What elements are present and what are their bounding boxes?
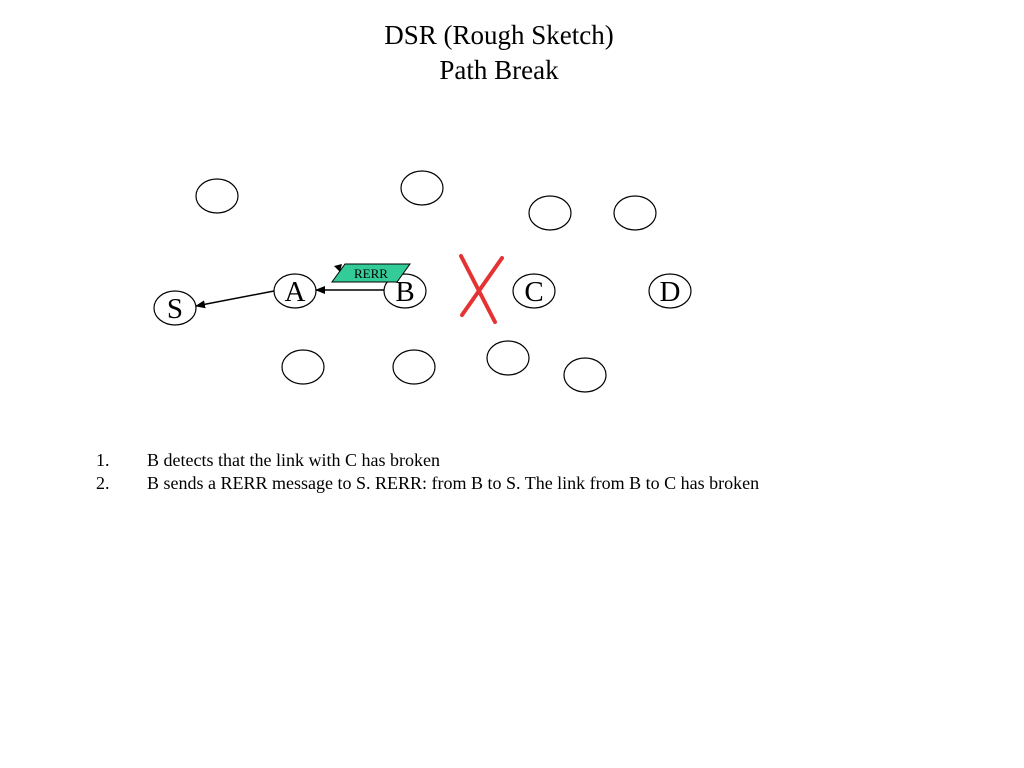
- node-b-label: B: [395, 276, 414, 308]
- step-text: B detects that the link with C has broke…: [147, 450, 440, 470]
- node-unlabeled: [528, 195, 572, 231]
- node-d-label: D: [660, 276, 681, 308]
- slide-title: DSR (Rough Sketch): [384, 20, 614, 50]
- arrow-a-to-s: [195, 290, 275, 309]
- node-unlabeled: [486, 340, 530, 376]
- link-break-mark-stroke-2: [460, 256, 504, 317]
- step-number: 1.: [96, 450, 110, 470]
- rerr-packet: [331, 263, 411, 283]
- node-c-label: C: [524, 276, 543, 308]
- node-d: [648, 273, 692, 309]
- rerr-direction-icon: [334, 264, 342, 272]
- node-unlabeled: [195, 178, 239, 214]
- node-unlabeled: [563, 357, 607, 393]
- node-s-label: S: [167, 293, 183, 325]
- node-unlabeled: [281, 349, 325, 385]
- slide-subtitle: Path Break: [439, 55, 559, 85]
- node-a-label: A: [285, 276, 306, 308]
- node-unlabeled: [392, 349, 436, 385]
- rerr-label: RERR: [354, 266, 388, 281]
- node-unlabeled: [400, 170, 444, 206]
- step-number: 2.: [96, 473, 110, 493]
- step-text: B sends a RERR message to S. RERR: from …: [147, 473, 760, 493]
- node-unlabeled: [613, 195, 657, 231]
- node-c: [512, 273, 556, 309]
